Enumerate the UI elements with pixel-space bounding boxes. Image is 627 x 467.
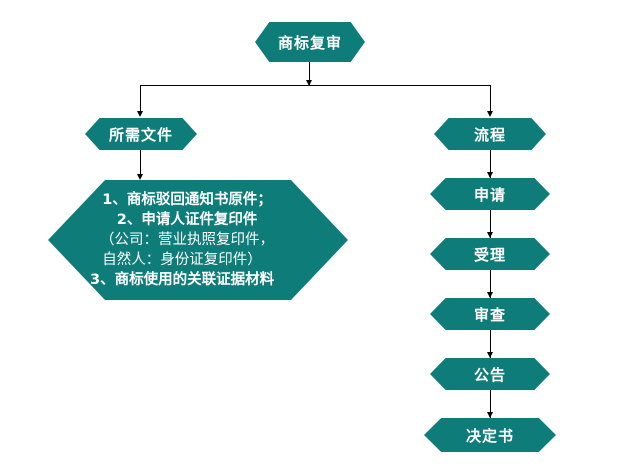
node-label: 公告: [473, 365, 506, 384]
arrow-split-right-icon: [487, 111, 493, 117]
document-lines: 1、商标驳回通知书原件； 2、申请人证件复印件 （公司：营业执照复印件， 自然人…: [48, 190, 274, 290]
connector-process-4: [490, 390, 491, 418]
document-line: 1、商标驳回通知书原件；: [102, 192, 272, 208]
arrow-root-stem-icon: [306, 80, 312, 86]
node-trademark-review[interactable]: 商标复审: [255, 22, 365, 62]
connector-process-2: [490, 270, 491, 298]
arrow-process-1-icon: [487, 232, 493, 238]
arrow-documents-stem-icon: [137, 174, 143, 180]
arrow-process-0-icon: [487, 172, 493, 178]
arrow-process-2-icon: [487, 292, 493, 298]
arrow-process-3-icon: [487, 352, 493, 358]
node-process-step-acceptance[interactable]: 受理: [430, 238, 550, 270]
connector-process-1: [490, 210, 491, 238]
node-label: 申请: [473, 185, 506, 204]
arrow-process-4-icon: [487, 412, 493, 418]
node-label: 商标复审: [277, 33, 342, 52]
connector-documents-stem: [140, 150, 141, 178]
node-process-step-announcement[interactable]: 公告: [430, 358, 550, 390]
connector-process-3: [490, 330, 491, 358]
connector-process-0: [490, 150, 491, 178]
document-line: 2、申请人证件复印件: [116, 212, 258, 228]
node-label: 流程: [473, 125, 506, 144]
connector-split-right: [490, 85, 491, 115]
document-line: 3、商标使用的关联证据材料: [90, 272, 275, 288]
node-process-step-decision[interactable]: 决定书: [424, 418, 556, 452]
node-label: 受理: [473, 245, 506, 264]
connector-split-bar: [140, 85, 490, 86]
arrow-split-left-icon: [137, 111, 143, 117]
node-required-documents-list[interactable]: 1、商标驳回通知书原件； 2、申请人证件复印件 （公司：营业执照复印件， 自然人…: [48, 180, 348, 300]
node-label: 审查: [473, 305, 506, 324]
document-line: 自然人：身份证复印件）: [102, 252, 262, 268]
node-label: 决定书: [465, 426, 514, 445]
node-process-step-application[interactable]: 申请: [430, 178, 550, 210]
document-line: （公司：营业执照复印件，: [100, 232, 275, 248]
node-process-header[interactable]: 流程: [434, 118, 546, 150]
node-required-documents-header[interactable]: 所需文件: [85, 118, 197, 150]
node-process-step-examination[interactable]: 审查: [430, 298, 550, 330]
node-label: 所需文件: [108, 125, 173, 144]
connector-root-stem: [309, 62, 310, 86]
connector-split-left: [140, 85, 141, 115]
